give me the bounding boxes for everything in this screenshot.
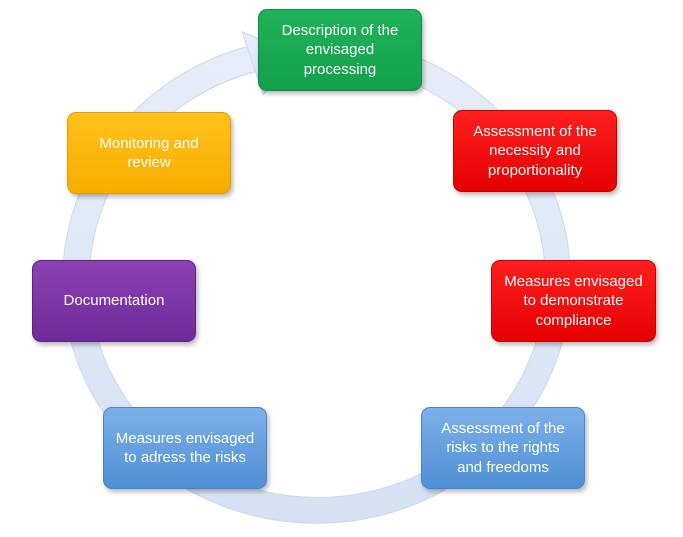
step-monitoring-review: Monitoring and review — [67, 112, 231, 194]
step-label: Monitoring and review — [99, 134, 199, 172]
step-label: Measures envisaged to demonstrate compli… — [504, 272, 643, 329]
step-description-of-processing: Description of the envisaged processing — [258, 9, 422, 91]
step-label: Documentation — [63, 292, 165, 310]
step-label: Assessment of the risks to the rights an… — [441, 419, 565, 476]
step-label: Assessment of the necessity and proporti… — [473, 122, 597, 179]
step-risk-assessment: Assessment of the risks to the rights an… — [421, 407, 585, 489]
step-address-risks: Measures envisaged to adress the risks — [103, 407, 267, 489]
step-necessity-proportionality: Assessment of the necessity and proporti… — [453, 110, 617, 192]
cycle-ring-band — [62, 36, 572, 524]
step-label: Measures envisaged to adress the risks — [115, 429, 255, 467]
step-label: Description of the envisaged processing — [281, 21, 399, 78]
step-documentation: Documentation — [32, 260, 196, 342]
step-demonstrate-compliance: Measures envisaged to demonstrate compli… — [491, 260, 656, 342]
